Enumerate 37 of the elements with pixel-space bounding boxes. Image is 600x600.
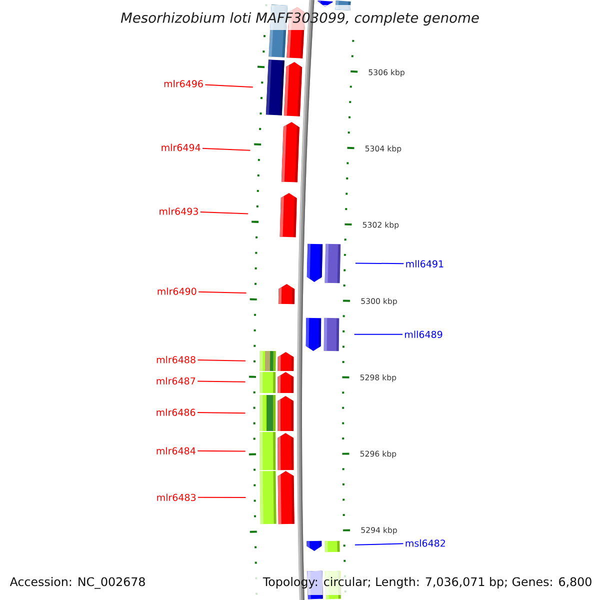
gene-feature — [278, 396, 294, 432]
leader-line — [197, 380, 246, 382]
accession-text: Accession: NC_002678 — [10, 577, 145, 589]
gene-feature — [306, 540, 322, 551]
gene-label: mlr6488 — [156, 356, 196, 364]
gene-label: mlr6493 — [160, 208, 198, 215]
gene-feature — [306, 318, 322, 351]
gene-label: mlr6494 — [162, 144, 200, 152]
gene-feature — [278, 372, 294, 394]
gene-feature — [318, 0, 333, 7]
gene-feature — [278, 284, 295, 304]
gene-label: mlr6496 — [164, 80, 203, 88]
gene-feature — [306, 244, 323, 282]
leader-line — [197, 412, 246, 414]
leader-line — [204, 84, 254, 88]
gene-label: mll6489 — [405, 330, 442, 338]
leader-line — [198, 291, 247, 294]
gene-label: mll6491 — [406, 260, 444, 268]
gene-label: mlr6484 — [156, 447, 196, 454]
gene-feature — [278, 433, 294, 470]
gene-feature — [280, 193, 297, 238]
leader-line — [354, 334, 403, 335]
leader-line — [197, 450, 246, 452]
gene-label: msl6482 — [406, 539, 445, 547]
gene-feature — [284, 62, 302, 116]
gene-feature — [281, 122, 300, 182]
leader-line — [197, 360, 246, 362]
gene-feature — [278, 352, 294, 372]
leader-line — [198, 496, 246, 498]
leader-line — [200, 212, 249, 214]
gene-label: mlr6490 — [158, 288, 196, 295]
gene-feature — [278, 471, 294, 524]
gene-label: mlr6486 — [156, 408, 196, 416]
gene-label: mlr6483 — [157, 494, 196, 502]
gene-label: mlr6487 — [156, 377, 196, 385]
leader-line — [354, 262, 404, 264]
leader-line — [202, 148, 251, 151]
